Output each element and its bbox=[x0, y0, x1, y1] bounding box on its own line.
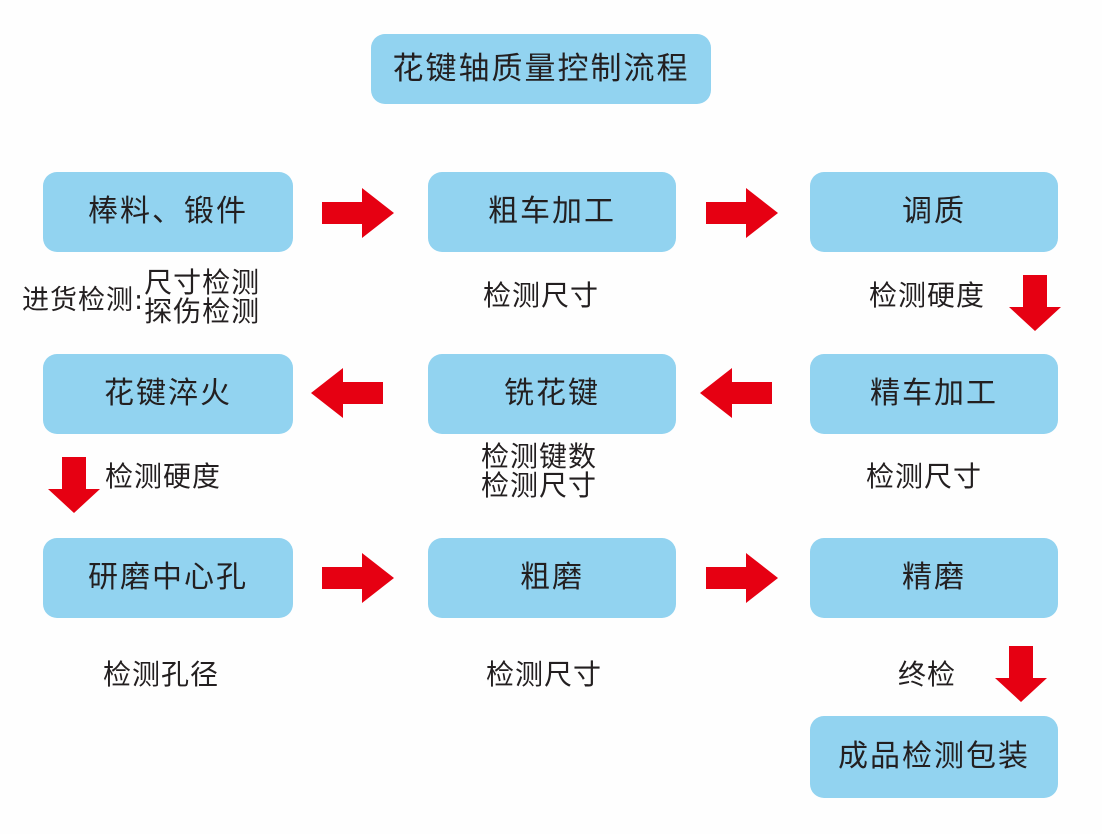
arrow-left-icon-2 bbox=[700, 366, 772, 420]
arrow-right-icon-4 bbox=[706, 551, 778, 605]
arrow-down-icon-1 bbox=[1007, 275, 1063, 331]
label-incoming-line1: 尺寸检测 bbox=[144, 266, 261, 299]
node-fine-grinding[interactable]: 精磨 bbox=[810, 538, 1058, 618]
label-incoming-inspection: 进货检测: 尺寸检测 探伤检测 bbox=[22, 268, 260, 327]
label-incoming-line2: 探伤检测 bbox=[144, 295, 261, 329]
label-fine-turn-check: 检测尺寸 bbox=[866, 460, 983, 493]
node-finished-product-inspection-packaging[interactable]: 成品检测包装 bbox=[810, 716, 1058, 798]
node-quench-temper[interactable]: 调质 bbox=[810, 172, 1058, 252]
label-rough-turn-check: 检测尺寸 bbox=[483, 279, 600, 312]
label-incoming-items: 尺寸检测 探伤检测 bbox=[144, 268, 260, 327]
arrow-right-icon-2 bbox=[706, 186, 778, 240]
label-mill-spline-check: 检测键数 检测尺寸 bbox=[481, 440, 598, 502]
node-fine-turning[interactable]: 精车加工 bbox=[810, 354, 1058, 434]
label-mill-spline-line2: 检测尺寸 bbox=[481, 468, 598, 502]
arrow-right-icon-3 bbox=[322, 551, 394, 605]
label-rough-grind-check: 检测尺寸 bbox=[486, 658, 603, 691]
label-spline-quench-check: 检测硬度 bbox=[105, 460, 222, 493]
node-rough-turning[interactable]: 粗车加工 bbox=[428, 172, 676, 252]
label-incoming-prefix: 进货检测: bbox=[22, 284, 145, 316]
arrow-right-icon-1 bbox=[322, 186, 394, 240]
node-mill-spline[interactable]: 铣花键 bbox=[428, 354, 676, 434]
arrow-down-icon-3 bbox=[993, 646, 1049, 702]
diagram-title: 花键轴质量控制流程 bbox=[371, 34, 711, 104]
node-bar-stock-forging[interactable]: 棒料、锻件 bbox=[43, 172, 293, 252]
arrow-left-icon-1 bbox=[311, 366, 383, 420]
node-grind-center-hole[interactable]: 研磨中心孔 bbox=[43, 538, 293, 618]
label-final-inspection: 终检 bbox=[898, 658, 957, 691]
label-mill-spline-line1: 检测键数 bbox=[481, 440, 598, 473]
node-spline-quenching[interactable]: 花键淬火 bbox=[43, 354, 293, 434]
label-quench-temper-check: 检测硬度 bbox=[869, 279, 986, 312]
arrow-down-icon-2 bbox=[46, 457, 102, 513]
label-center-hole-check: 检测孔径 bbox=[103, 658, 220, 691]
node-rough-grinding[interactable]: 粗磨 bbox=[428, 538, 676, 618]
